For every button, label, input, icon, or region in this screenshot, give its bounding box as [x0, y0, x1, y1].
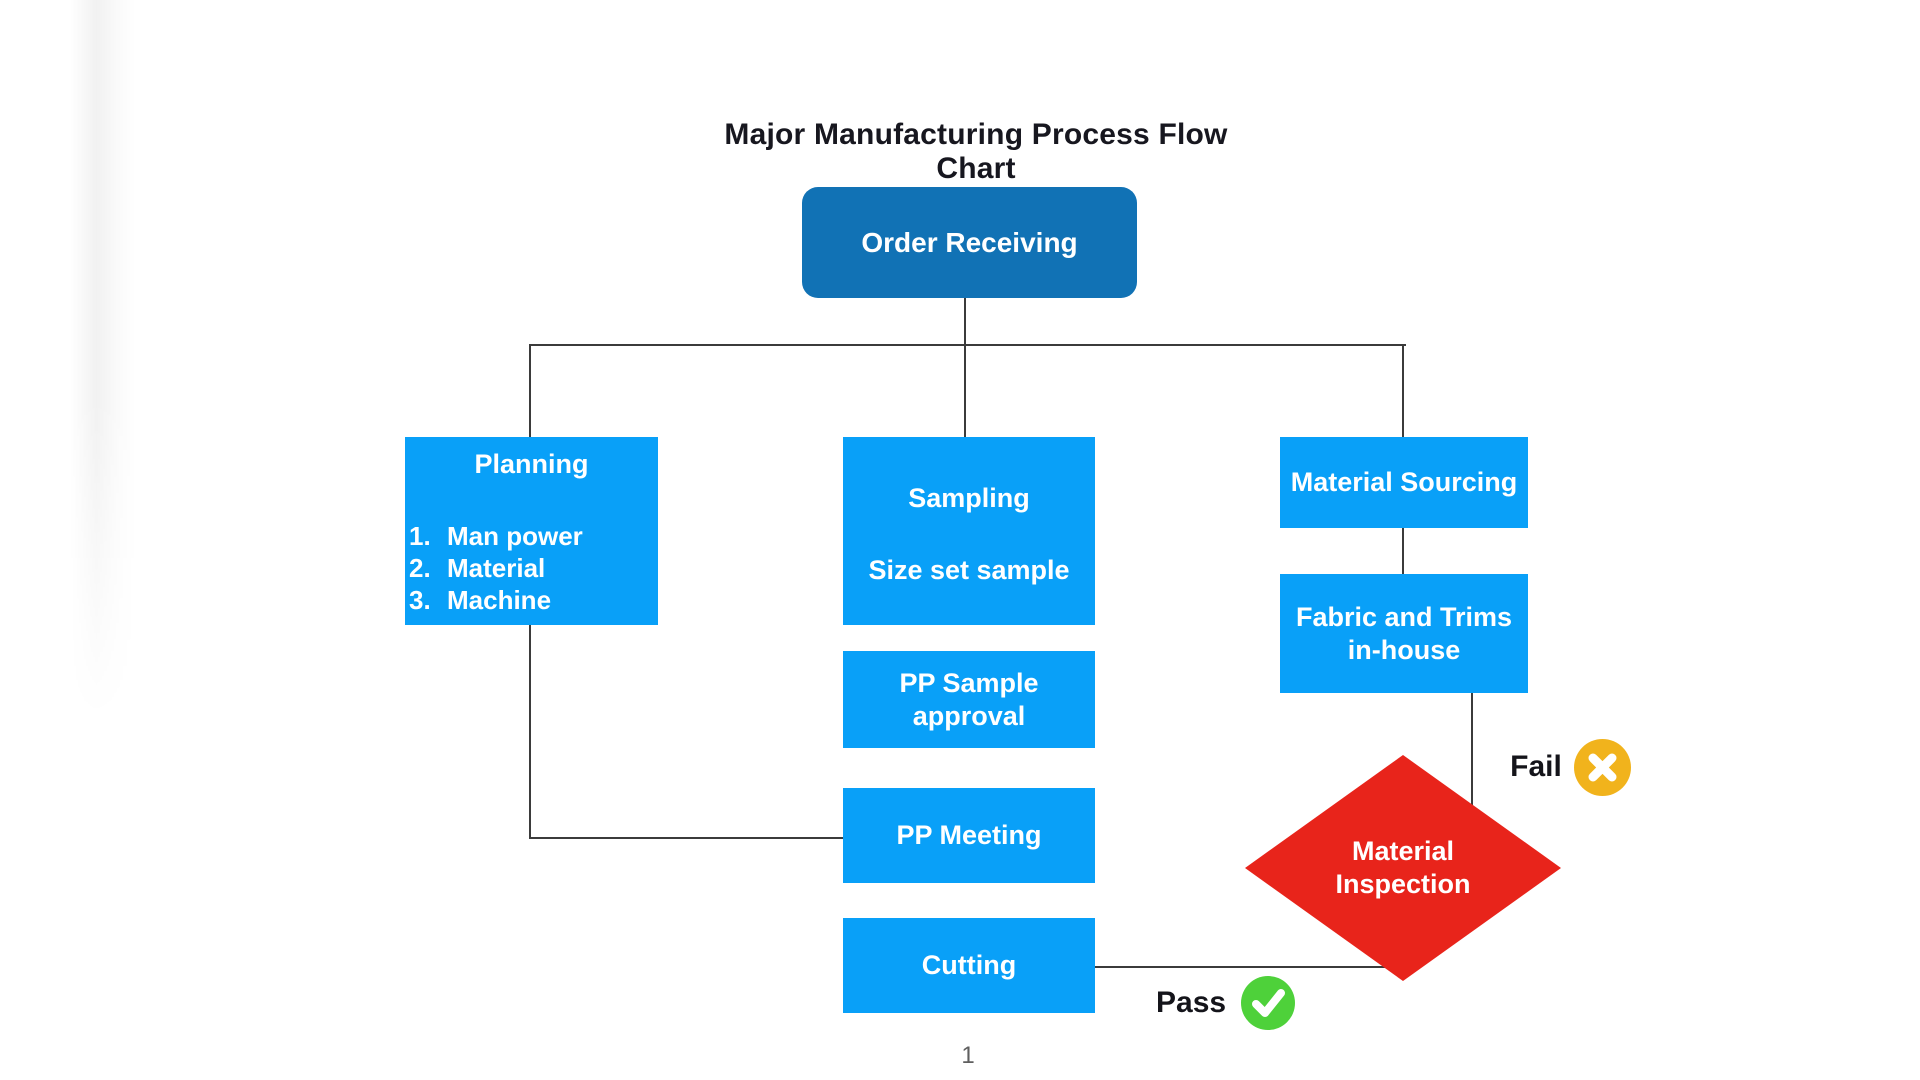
- chart-title: Major Manufacturing Process Flow Chart: [724, 118, 1228, 185]
- node-pp-sample-approval: PP Sample approval: [843, 651, 1095, 748]
- node-sampling: Sampling Size set sample: [843, 437, 1095, 625]
- node-label: PP Meeting: [896, 820, 1042, 850]
- page-number: 1: [961, 1042, 975, 1069]
- planning-item-number: 1.: [409, 521, 431, 551]
- page-edge-shadow: [70, 0, 136, 720]
- node-sublabel: Size set sample: [868, 555, 1070, 585]
- node-fabric-and-trims: Fabric and Trims in-house: [1280, 574, 1528, 693]
- node-label: Order Receiving: [861, 227, 1078, 258]
- node-cutting: Cutting: [843, 918, 1095, 1013]
- connector-cutting-inspection-pass: [1095, 966, 1405, 968]
- node-label: Fabric and Trims: [1295, 601, 1513, 632]
- pass-label: Pass: [1156, 986, 1227, 1019]
- connector-drop-planning: [529, 344, 531, 439]
- node-label: Cutting: [921, 950, 1017, 980]
- node-material-sourcing: Material Sourcing: [1280, 437, 1528, 528]
- node-label: Material Sourcing: [1290, 467, 1518, 497]
- node-label: Material: [1351, 836, 1455, 866]
- planning-item-label: Machine: [447, 585, 552, 615]
- node-sublabel: approval: [912, 700, 1026, 731]
- planning-list: 1. Man power 2. Material 3. Machine: [405, 520, 658, 616]
- pass-check-icon: [1241, 976, 1295, 1030]
- connector-order-down: [964, 298, 966, 346]
- connector-drop-sampling: [964, 344, 966, 439]
- node-material-inspection: Material Inspection: [1245, 755, 1561, 981]
- connector-branch-horizontal: [529, 344, 1406, 346]
- connector-planning-down: [529, 625, 531, 839]
- node-label: Planning: [474, 449, 589, 479]
- node-label: Sampling: [908, 483, 1030, 513]
- node-order-receiving: Order Receiving: [802, 187, 1137, 298]
- planning-item: 1. Man power: [405, 520, 658, 552]
- fail-label: Fail: [1510, 750, 1562, 783]
- connector-drop-sourcing: [1402, 344, 1404, 439]
- connector-sourcing-fabric: [1402, 528, 1404, 576]
- node-pp-meeting: PP Meeting: [843, 788, 1095, 883]
- planning-item: 3. Machine: [405, 584, 658, 616]
- connector-fabric-inspection-fail: [1471, 693, 1473, 833]
- planning-item: 2. Material: [405, 552, 658, 584]
- planning-item-label: Man power: [447, 521, 583, 551]
- fail-cross-icon: [1574, 739, 1631, 796]
- planning-item-label: Material: [447, 553, 546, 583]
- connector-planning-meeting: [529, 837, 845, 839]
- node-label: PP Sample: [899, 667, 1039, 698]
- node-sublabel: Inspection: [1335, 869, 1471, 899]
- planning-item-number: 2.: [409, 553, 431, 583]
- node-planning: Planning 1. Man power 2. Material 3. Mac…: [405, 437, 658, 625]
- planning-item-number: 3.: [409, 585, 431, 615]
- node-sublabel: in-house: [1347, 634, 1461, 665]
